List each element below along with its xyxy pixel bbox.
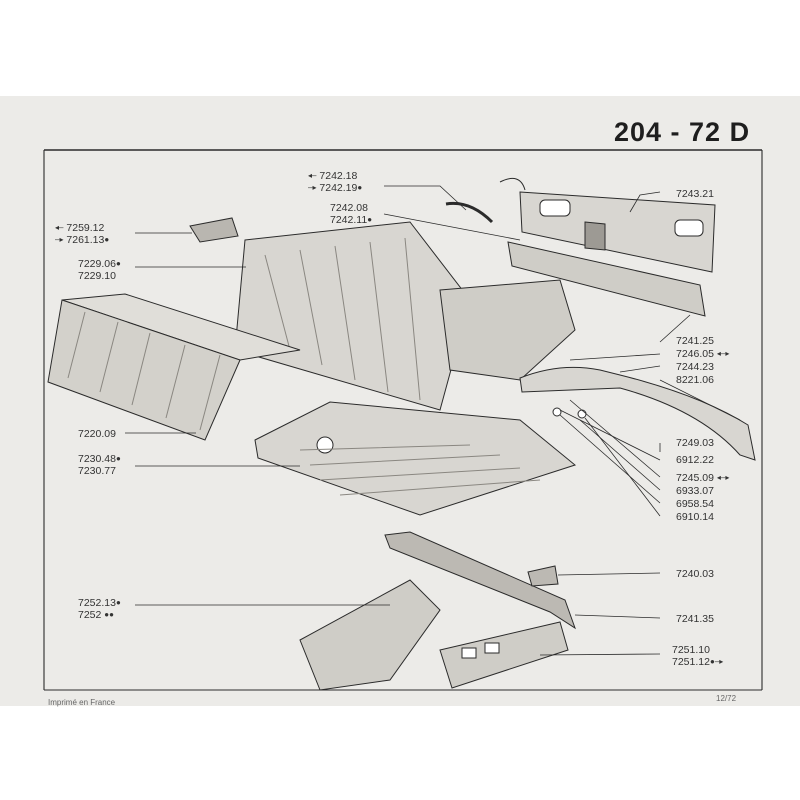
jack-support-part: [527, 565, 559, 587]
rear-panel-part: [499, 177, 716, 273]
part-label: 6910.14: [676, 511, 714, 523]
part-label: 7230.77: [78, 465, 116, 477]
part-label: 7240.03: [676, 568, 714, 580]
print-origin-note: Imprimé en France: [48, 698, 116, 707]
part-label: 7251.12●–▸: [672, 656, 724, 668]
part-label: 7245.09 ◂–▸: [676, 472, 730, 484]
part-label: ◂– 7259.12: [55, 222, 105, 234]
small-bracket-part: [189, 217, 239, 243]
part-label: 7243.21: [676, 188, 714, 200]
rear-side-member-part: [299, 579, 569, 691]
rear-valance-part: [507, 241, 706, 317]
drip-strip-part: [445, 201, 494, 224]
part-label: 7241.35: [676, 613, 714, 625]
part-label: 6958.54: [676, 498, 714, 510]
sheet-title: 204 - 72 D: [614, 117, 751, 147]
bulkhead-panel-part: [234, 221, 576, 411]
part-label: 7220.09: [78, 428, 116, 440]
part-label: 7252.13●: [78, 597, 121, 609]
crossmember-part: [384, 531, 576, 630]
part-label: 7252 ●●: [78, 609, 114, 621]
part-label: 7229.06●: [78, 258, 121, 270]
sheet-date: 12/72: [716, 694, 737, 703]
part-label: 8221.06: [676, 374, 714, 386]
part-label: 7230.48●: [78, 453, 121, 465]
part-label: 6933.07: [676, 485, 714, 497]
part-label: 7249.03: [676, 437, 714, 449]
part-label: 7246.05 ◂–▸: [676, 348, 730, 360]
part-label: 7242.08: [330, 202, 368, 214]
part-label: 6912.22: [676, 454, 714, 466]
part-label: 7242.11●: [330, 214, 373, 226]
bumper-bar-part: [519, 366, 756, 461]
trunk-floor-part: [254, 401, 577, 516]
part-label: ◂– 7242.18: [308, 170, 358, 182]
part-label: 7241.25: [676, 335, 714, 347]
part-label: –▸ 7261.13●: [55, 234, 110, 246]
part-label: –▸ 7242.19●: [308, 182, 363, 194]
part-label: 7229.10: [78, 270, 116, 282]
part-label: 7244.23: [676, 361, 714, 373]
part-label: 7251.10: [672, 644, 710, 656]
parcel-shelf-part: [47, 293, 301, 441]
